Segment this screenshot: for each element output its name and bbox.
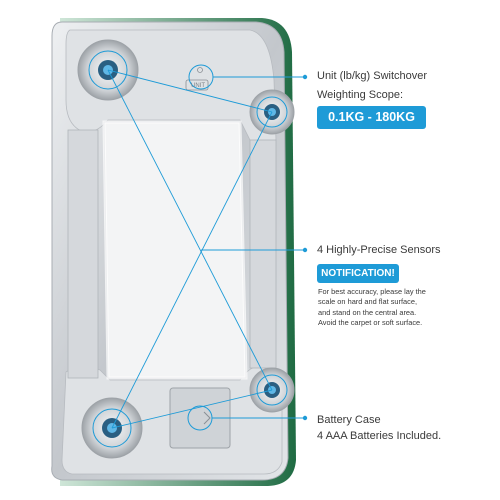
left-rail — [67, 129, 99, 379]
unit-switch-label: Unit (lb/kg) Switchover — [317, 70, 428, 82]
notification-line: scale on hard and flat surface, — [318, 297, 418, 307]
sensors-label: 4 Highly-Precise Sensors — [317, 244, 441, 256]
weighing-scope-label: Weighting Scope: — [317, 89, 404, 101]
battery-spec-label: 4 AAA Batteries Included. — [317, 430, 442, 442]
notification-line: and stand on the central area. — [318, 307, 417, 317]
sensor-leader-lines — [107, 69, 304, 429]
notification-line: Avoid the carpet or soft surface. — [318, 318, 423, 328]
notification-line: For best accuracy, please lay the — [318, 287, 426, 296]
battery-case-label: Battery Case — [317, 414, 381, 426]
notification-badge: NOTIFICATION! — [317, 264, 399, 283]
weight-range-badge: 0.1KG - 180KG — [317, 106, 426, 129]
sensor-leader-dot — [302, 247, 308, 253]
battery-leader-dot — [302, 415, 308, 421]
notification-text: For best accuracy, please lay the scale … — [318, 287, 468, 329]
right-rail — [249, 139, 277, 369]
unit-button — [185, 79, 209, 91]
unit-button-text: UNIT — [191, 83, 205, 89]
unit-leader-dot — [302, 74, 308, 80]
